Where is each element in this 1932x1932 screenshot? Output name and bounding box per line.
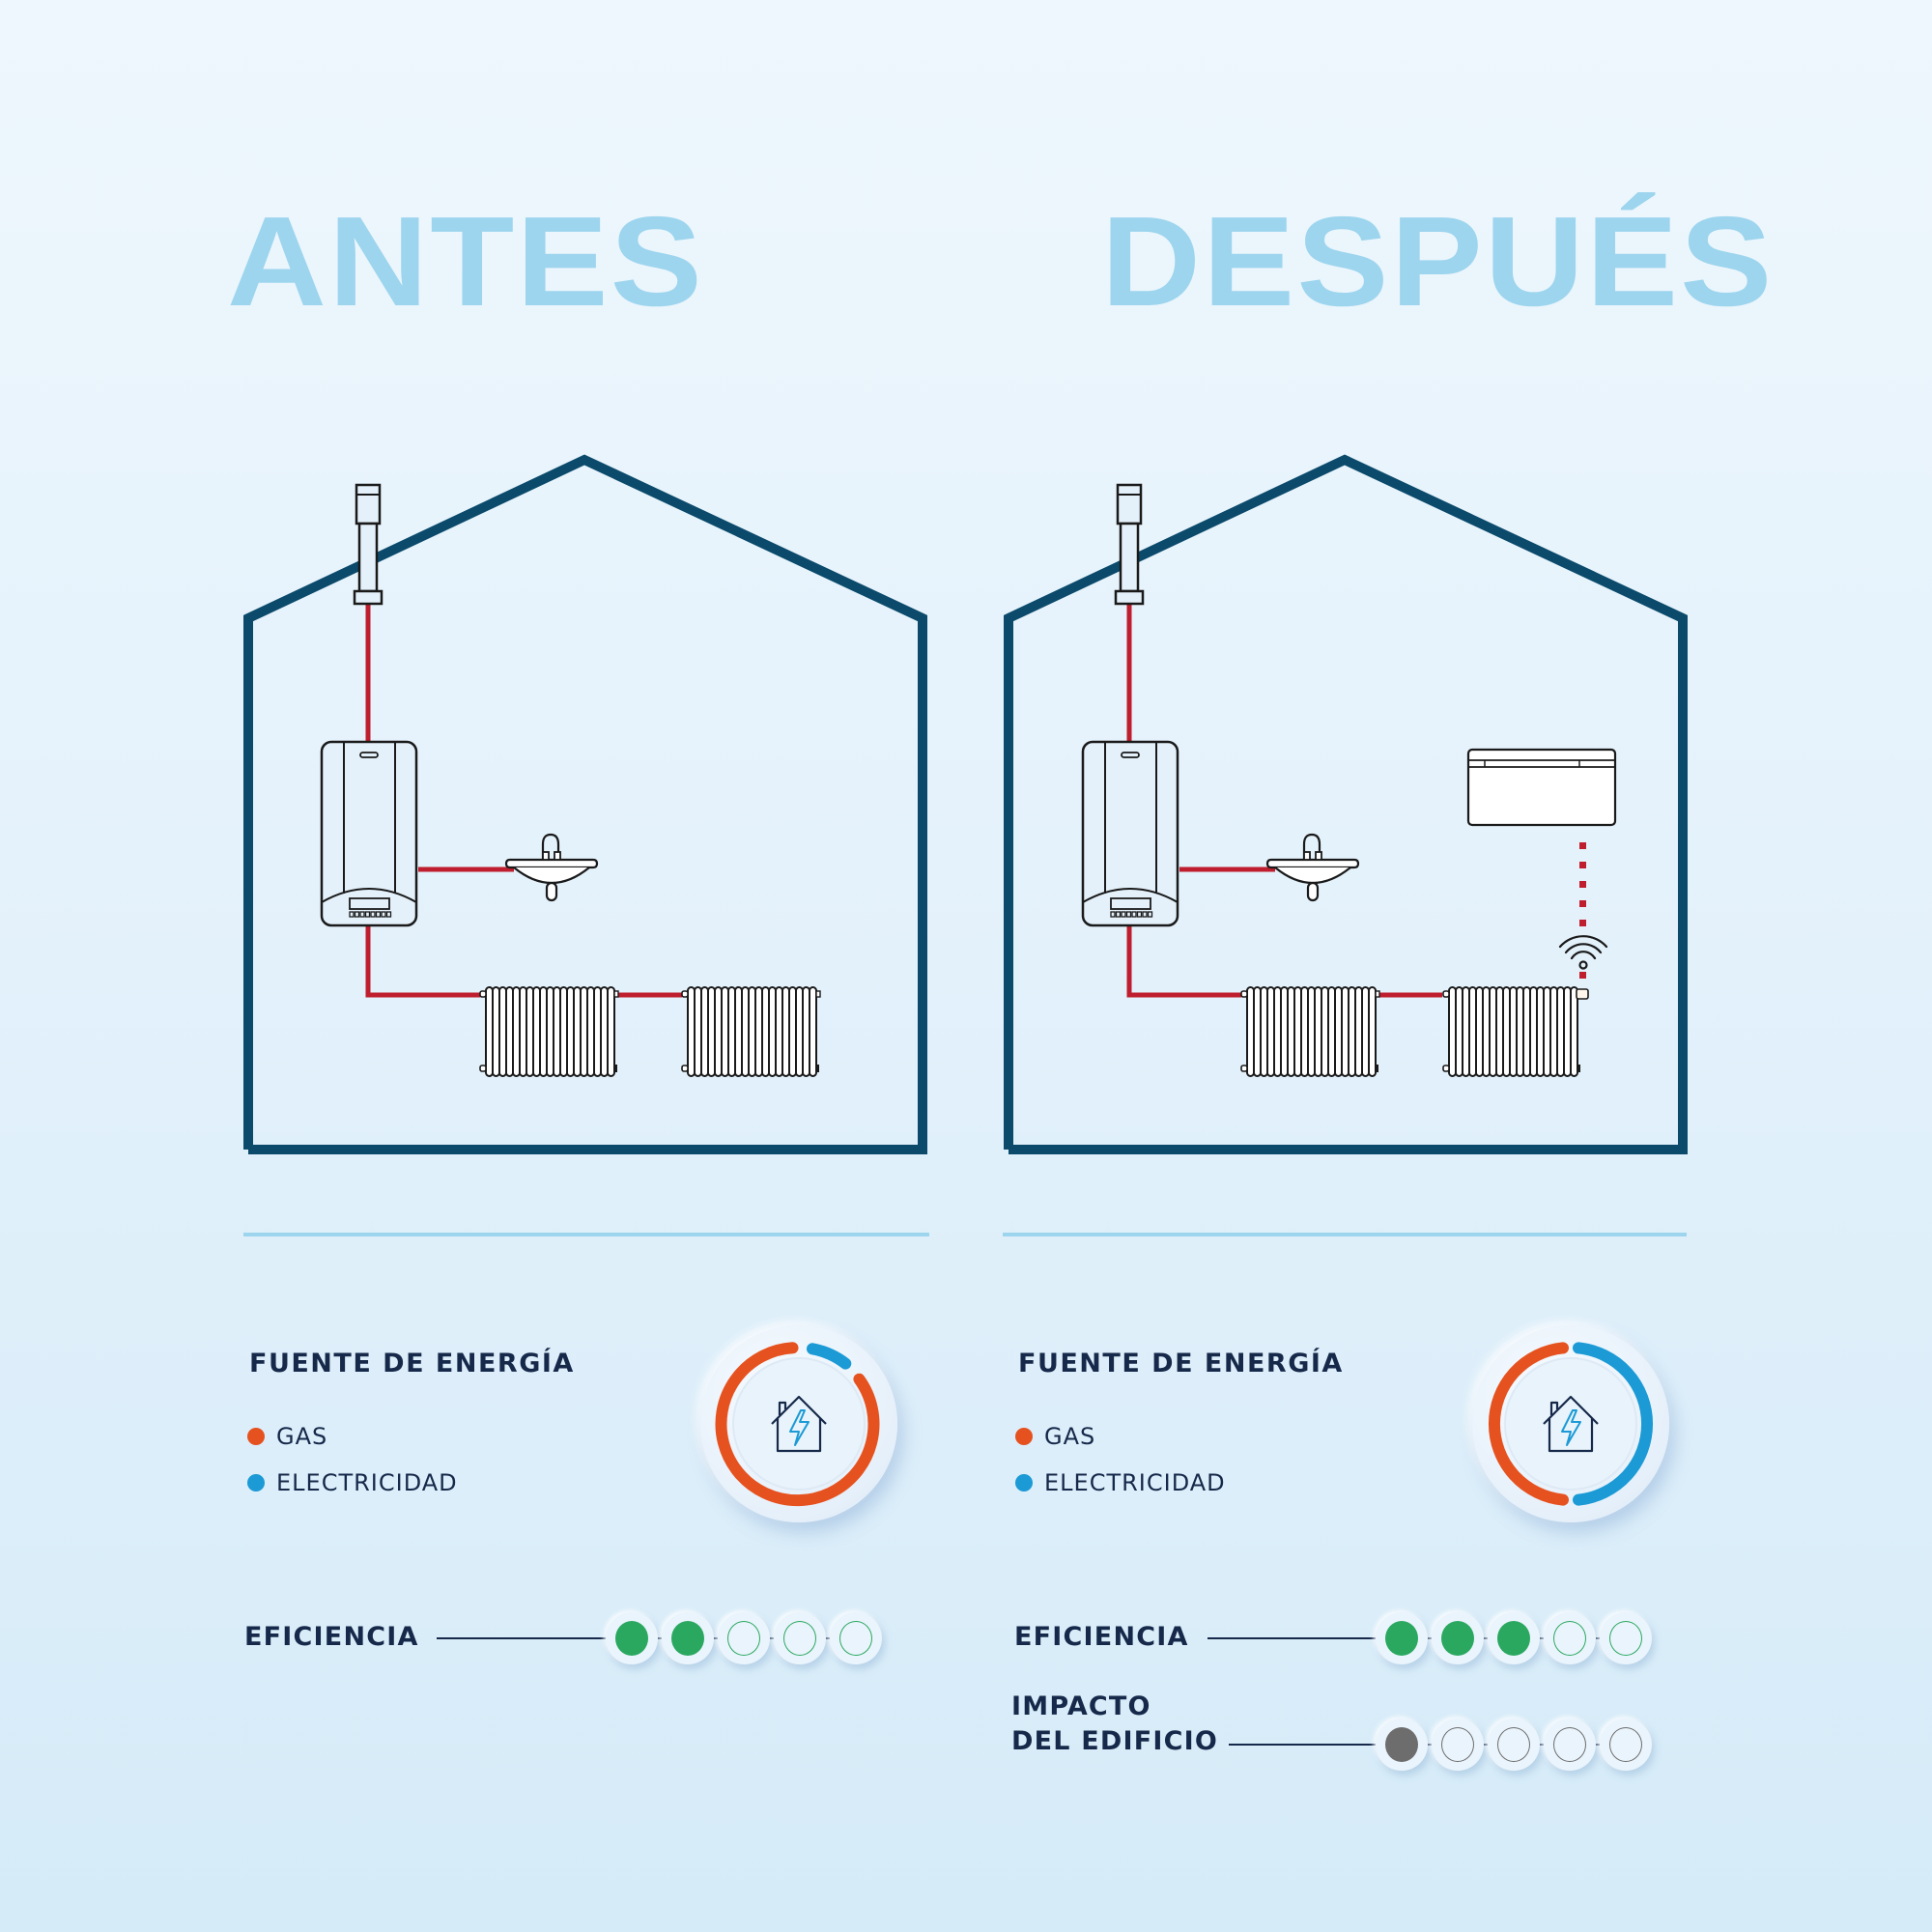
title-before: ANTES bbox=[227, 190, 704, 332]
rating-dot-4 bbox=[1544, 1612, 1596, 1664]
building-impact-label: IMPACTO DEL EDIFICIO bbox=[1011, 1690, 1218, 1759]
thermostatic-valve-icon bbox=[1576, 988, 1589, 1000]
legend-electricity: ELECTRICIDAD bbox=[1015, 1469, 1226, 1496]
rating-dot-5 bbox=[830, 1612, 882, 1664]
legend-electricity: ELECTRICIDAD bbox=[247, 1469, 458, 1496]
house-diagrams bbox=[243, 454, 1688, 1154]
energy-donut-after bbox=[1472, 1325, 1669, 1522]
electricity-dot-icon bbox=[247, 1474, 265, 1492]
divider-after bbox=[1003, 1233, 1687, 1236]
house-lightning-icon bbox=[771, 1395, 827, 1453]
building-impact-label-line2: DEL EDIFICIO bbox=[1011, 1726, 1219, 1756]
legend-gas-label: GAS bbox=[276, 1423, 328, 1450]
rating-dot-3 bbox=[718, 1612, 770, 1664]
rating-dot-5 bbox=[1600, 1719, 1652, 1771]
rating-dot-1 bbox=[606, 1612, 658, 1664]
legend-electricity-label: ELECTRICIDAD bbox=[276, 1469, 458, 1496]
rating-dot-2 bbox=[1432, 1719, 1484, 1771]
rating-dot-2 bbox=[662, 1612, 714, 1664]
energy-source-heading: FUENTE DE ENERGÍA bbox=[249, 1349, 575, 1378]
rating-dot-2 bbox=[1432, 1612, 1484, 1664]
legend-gas: GAS bbox=[1015, 1423, 1095, 1450]
building-impact-label-line1: IMPACTO bbox=[1011, 1691, 1151, 1721]
wifi-icon bbox=[1558, 935, 1608, 970]
efficiency-label: EFICIENCIA bbox=[1014, 1622, 1189, 1652]
efficiency-label: EFICIENCIA bbox=[244, 1622, 419, 1652]
heat-pump-unit-icon bbox=[1466, 748, 1617, 827]
legend-electricity-label: ELECTRICIDAD bbox=[1044, 1469, 1226, 1496]
energy-donut-before bbox=[700, 1325, 897, 1522]
wireless-link bbox=[1579, 842, 1586, 979]
rating-dot-4 bbox=[1544, 1719, 1596, 1771]
gas-dot-icon bbox=[1015, 1428, 1033, 1445]
legend-gas-label: GAS bbox=[1044, 1423, 1096, 1450]
rating-dot-5 bbox=[1600, 1612, 1652, 1664]
rating-dot-3 bbox=[1488, 1719, 1540, 1771]
house-after bbox=[1004, 454, 1688, 1154]
divider-before bbox=[243, 1233, 929, 1236]
title-after: DESPUÉS bbox=[1101, 190, 1775, 332]
rating-dot-1 bbox=[1376, 1719, 1428, 1771]
electricity-dot-icon bbox=[1015, 1474, 1033, 1492]
rating-dot-1 bbox=[1376, 1612, 1428, 1664]
house-before bbox=[243, 454, 927, 1154]
house-lightning-icon bbox=[1543, 1395, 1599, 1453]
energy-source-heading: FUENTE DE ENERGÍA bbox=[1018, 1349, 1344, 1378]
gas-dot-icon bbox=[247, 1428, 265, 1445]
rating-dot-4 bbox=[774, 1612, 826, 1664]
legend-gas: GAS bbox=[247, 1423, 327, 1450]
rating-dot-3 bbox=[1488, 1612, 1540, 1664]
